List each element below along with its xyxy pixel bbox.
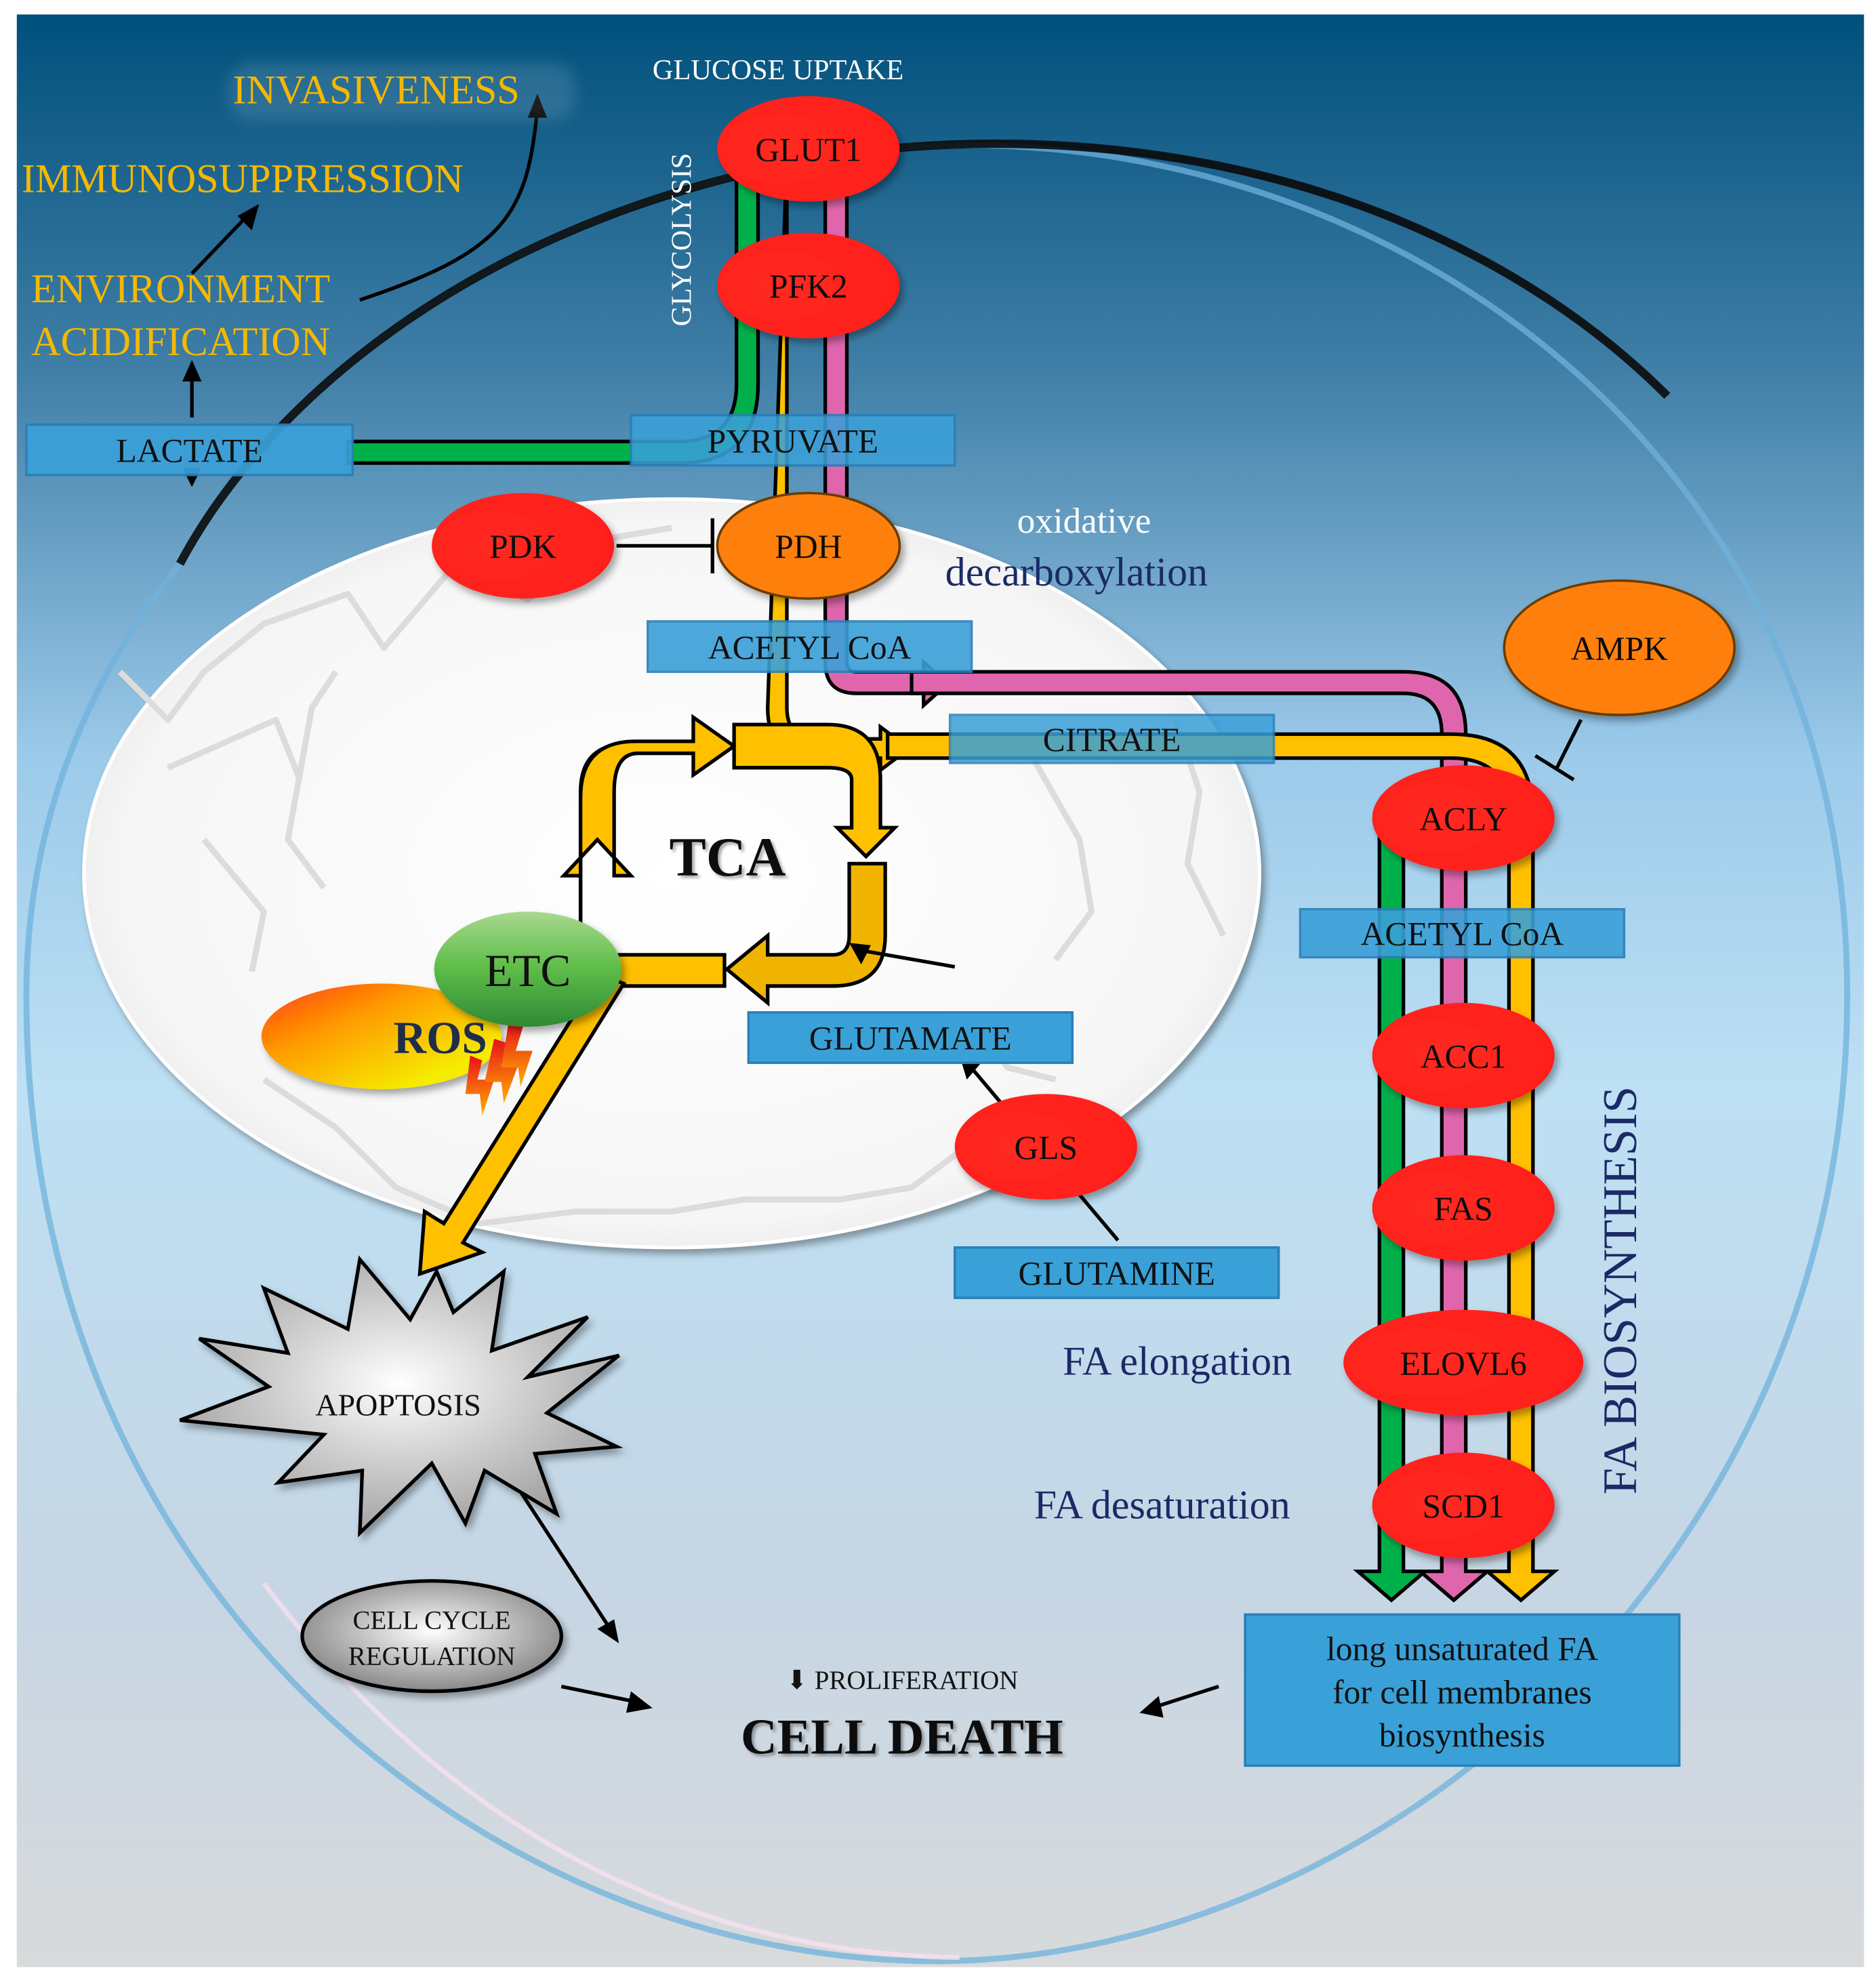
proliferation-label: ⬇ PROLIFERATION (786, 1666, 1018, 1695)
ampk-inhibition-bar (1534, 754, 1575, 781)
cell-cycle-regulation-node[interactable]: CELL CYCLE REGULATION (300, 1579, 563, 1694)
apoptosis-node[interactable]: APOPTOSIS (179, 1255, 624, 1538)
arrowhead-icon (597, 1619, 619, 1643)
pyruvate-text: PYRUVATE (708, 422, 878, 459)
pfk2-text: PFK2 (769, 268, 848, 305)
acetyl-coa-mito-text: ACETYL CoA (708, 629, 912, 666)
ampk-inhibits-acly-line (1555, 718, 1583, 769)
metabolite-fa-product[interactable]: long unsaturated FA for cell membranes b… (1244, 1613, 1681, 1767)
arrowhead-icon (237, 203, 260, 230)
enzyme-scd1[interactable]: SCD1 (1372, 1452, 1555, 1559)
tca-cycle (559, 714, 899, 1007)
apoptosis-text: APOPTOSIS (315, 1388, 481, 1423)
fa-to-death-line (1151, 1684, 1219, 1710)
pdk-text: PDK (489, 528, 556, 565)
outcome-labels: INVASIVENESS IMMUNOSUPPRESSION ENVIRONME… (22, 62, 576, 365)
etc-to-apoptosis-arrow (417, 971, 627, 1277)
glutamine-to-gls-line (1078, 1193, 1120, 1242)
metabolite-acetyl-coa-mito[interactable]: ACETYL CoA (646, 620, 973, 673)
acc1-text: ACC1 (1421, 1038, 1507, 1075)
enzyme-pdk[interactable]: PDK (432, 493, 615, 599)
elovl6-text: ELOVL6 (1400, 1345, 1527, 1382)
scd1-text: SCD1 (1423, 1488, 1505, 1525)
etc-node[interactable]: ETC (434, 912, 621, 1027)
glucose-uptake-label: GLUCOSE UPTAKE (653, 54, 904, 86)
gls-text: GLS (1014, 1129, 1078, 1166)
ampk-text: AMPK (1571, 630, 1668, 668)
fa-desaturation-label: FA desaturation (1034, 1483, 1290, 1528)
enzyme-ampk[interactable]: AMPK (1503, 579, 1736, 716)
ros-text: ROS (394, 1012, 487, 1063)
acetyl-coa-cyto-text: ACETYL CoA (1361, 916, 1564, 953)
mito-crista (166, 670, 339, 973)
lightning-icon (485, 1038, 518, 1104)
environment-label: ENVIRONMENT (31, 266, 330, 312)
enzymes: GLUT1 PFK2 PDK PDH AMPK ACLY ACC1 FAS (432, 96, 1736, 1559)
oxidative-label: oxidative (1017, 502, 1151, 541)
cell-membrane-pink-edge (262, 1582, 960, 1961)
etc-text: ETC (485, 945, 571, 996)
fas-text: FAS (1434, 1190, 1493, 1227)
acidification-label: ACIDIFICATION (31, 319, 330, 365)
enzyme-pfk2[interactable]: PFK2 (717, 232, 900, 339)
decarboxylation-label: decarboxylation (945, 550, 1208, 595)
acidification-to-immunosuppression-line (190, 214, 249, 275)
fa-elongation-label: FA elongation (1063, 1338, 1292, 1384)
immunosuppression-label: IMMUNOSUPPRESSION (22, 156, 464, 201)
acly-text: ACLY (1419, 800, 1507, 838)
enzyme-fas[interactable]: FAS (1372, 1155, 1555, 1261)
enzyme-elovl6[interactable]: ELOVL6 (1343, 1309, 1584, 1416)
invasiveness-label: INVASIVENESS (232, 67, 519, 112)
fa-product-line-3: biosynthesis (1379, 1717, 1545, 1754)
fa-product-line-2: for cell membranes (1332, 1673, 1591, 1711)
cell-cycle-line-2: REGULATION (348, 1642, 515, 1671)
tca-label: TCA (670, 826, 786, 888)
enzyme-gls[interactable]: GLS (954, 1094, 1137, 1200)
lightning-icon (501, 1022, 533, 1087)
metabolite-citrate[interactable]: CITRATE (948, 714, 1276, 764)
glycolysis-label: GLYCOLYSIS (666, 153, 697, 327)
enzyme-acly[interactable]: ACLY (1372, 765, 1555, 872)
arrowhead-icon (626, 1691, 653, 1713)
metabolite-glutamine[interactable]: GLUTAMINE (954, 1246, 1280, 1299)
acidification-to-invasiveness-line (359, 108, 539, 302)
glut1-text: GLUT1 (755, 131, 861, 168)
enzyme-glut1[interactable]: GLUT1 (717, 96, 900, 202)
ros-node[interactable]: ROS (261, 983, 502, 1090)
fa-product-line-1: long unsaturated FA (1326, 1631, 1598, 1668)
fa-biosynthesis-label: FA BIOSYNTHESIS (1594, 1086, 1647, 1494)
metabolite-lactate[interactable]: LACTATE (25, 423, 354, 476)
pdh-text: PDH (775, 528, 842, 565)
lightning-icon (465, 1055, 495, 1116)
metabolite-glutamate[interactable]: GLUTAMATE (747, 1011, 1074, 1064)
cell-cycle-line-1: CELL CYCLE (353, 1606, 511, 1635)
metabolite-pyruvate[interactable]: PYRUVATE (630, 413, 956, 467)
glutamine-text: GLUTAMINE (1018, 1255, 1215, 1292)
arrowhead-icon (1139, 1696, 1164, 1718)
glutamate-to-tca-line (858, 948, 956, 969)
citrate-text: CITRATE (1043, 721, 1181, 758)
lactate-text: LACTATE (117, 432, 263, 470)
ros-lightning-icons (465, 1022, 533, 1116)
enzyme-pdh[interactable]: PDH (716, 491, 901, 600)
mito-crista (262, 1077, 962, 1227)
metabolite-acetyl-coa-cyto[interactable]: ACETYL CoA (1299, 907, 1626, 959)
cell-death-label: CELL DEATH (741, 1710, 1063, 1765)
enzyme-acc1[interactable]: ACC1 (1372, 1002, 1555, 1109)
arrowhead-icon (849, 943, 871, 965)
arrowhead-icon (182, 360, 202, 382)
glutamate-text: GLUTAMATE (809, 1020, 1012, 1057)
